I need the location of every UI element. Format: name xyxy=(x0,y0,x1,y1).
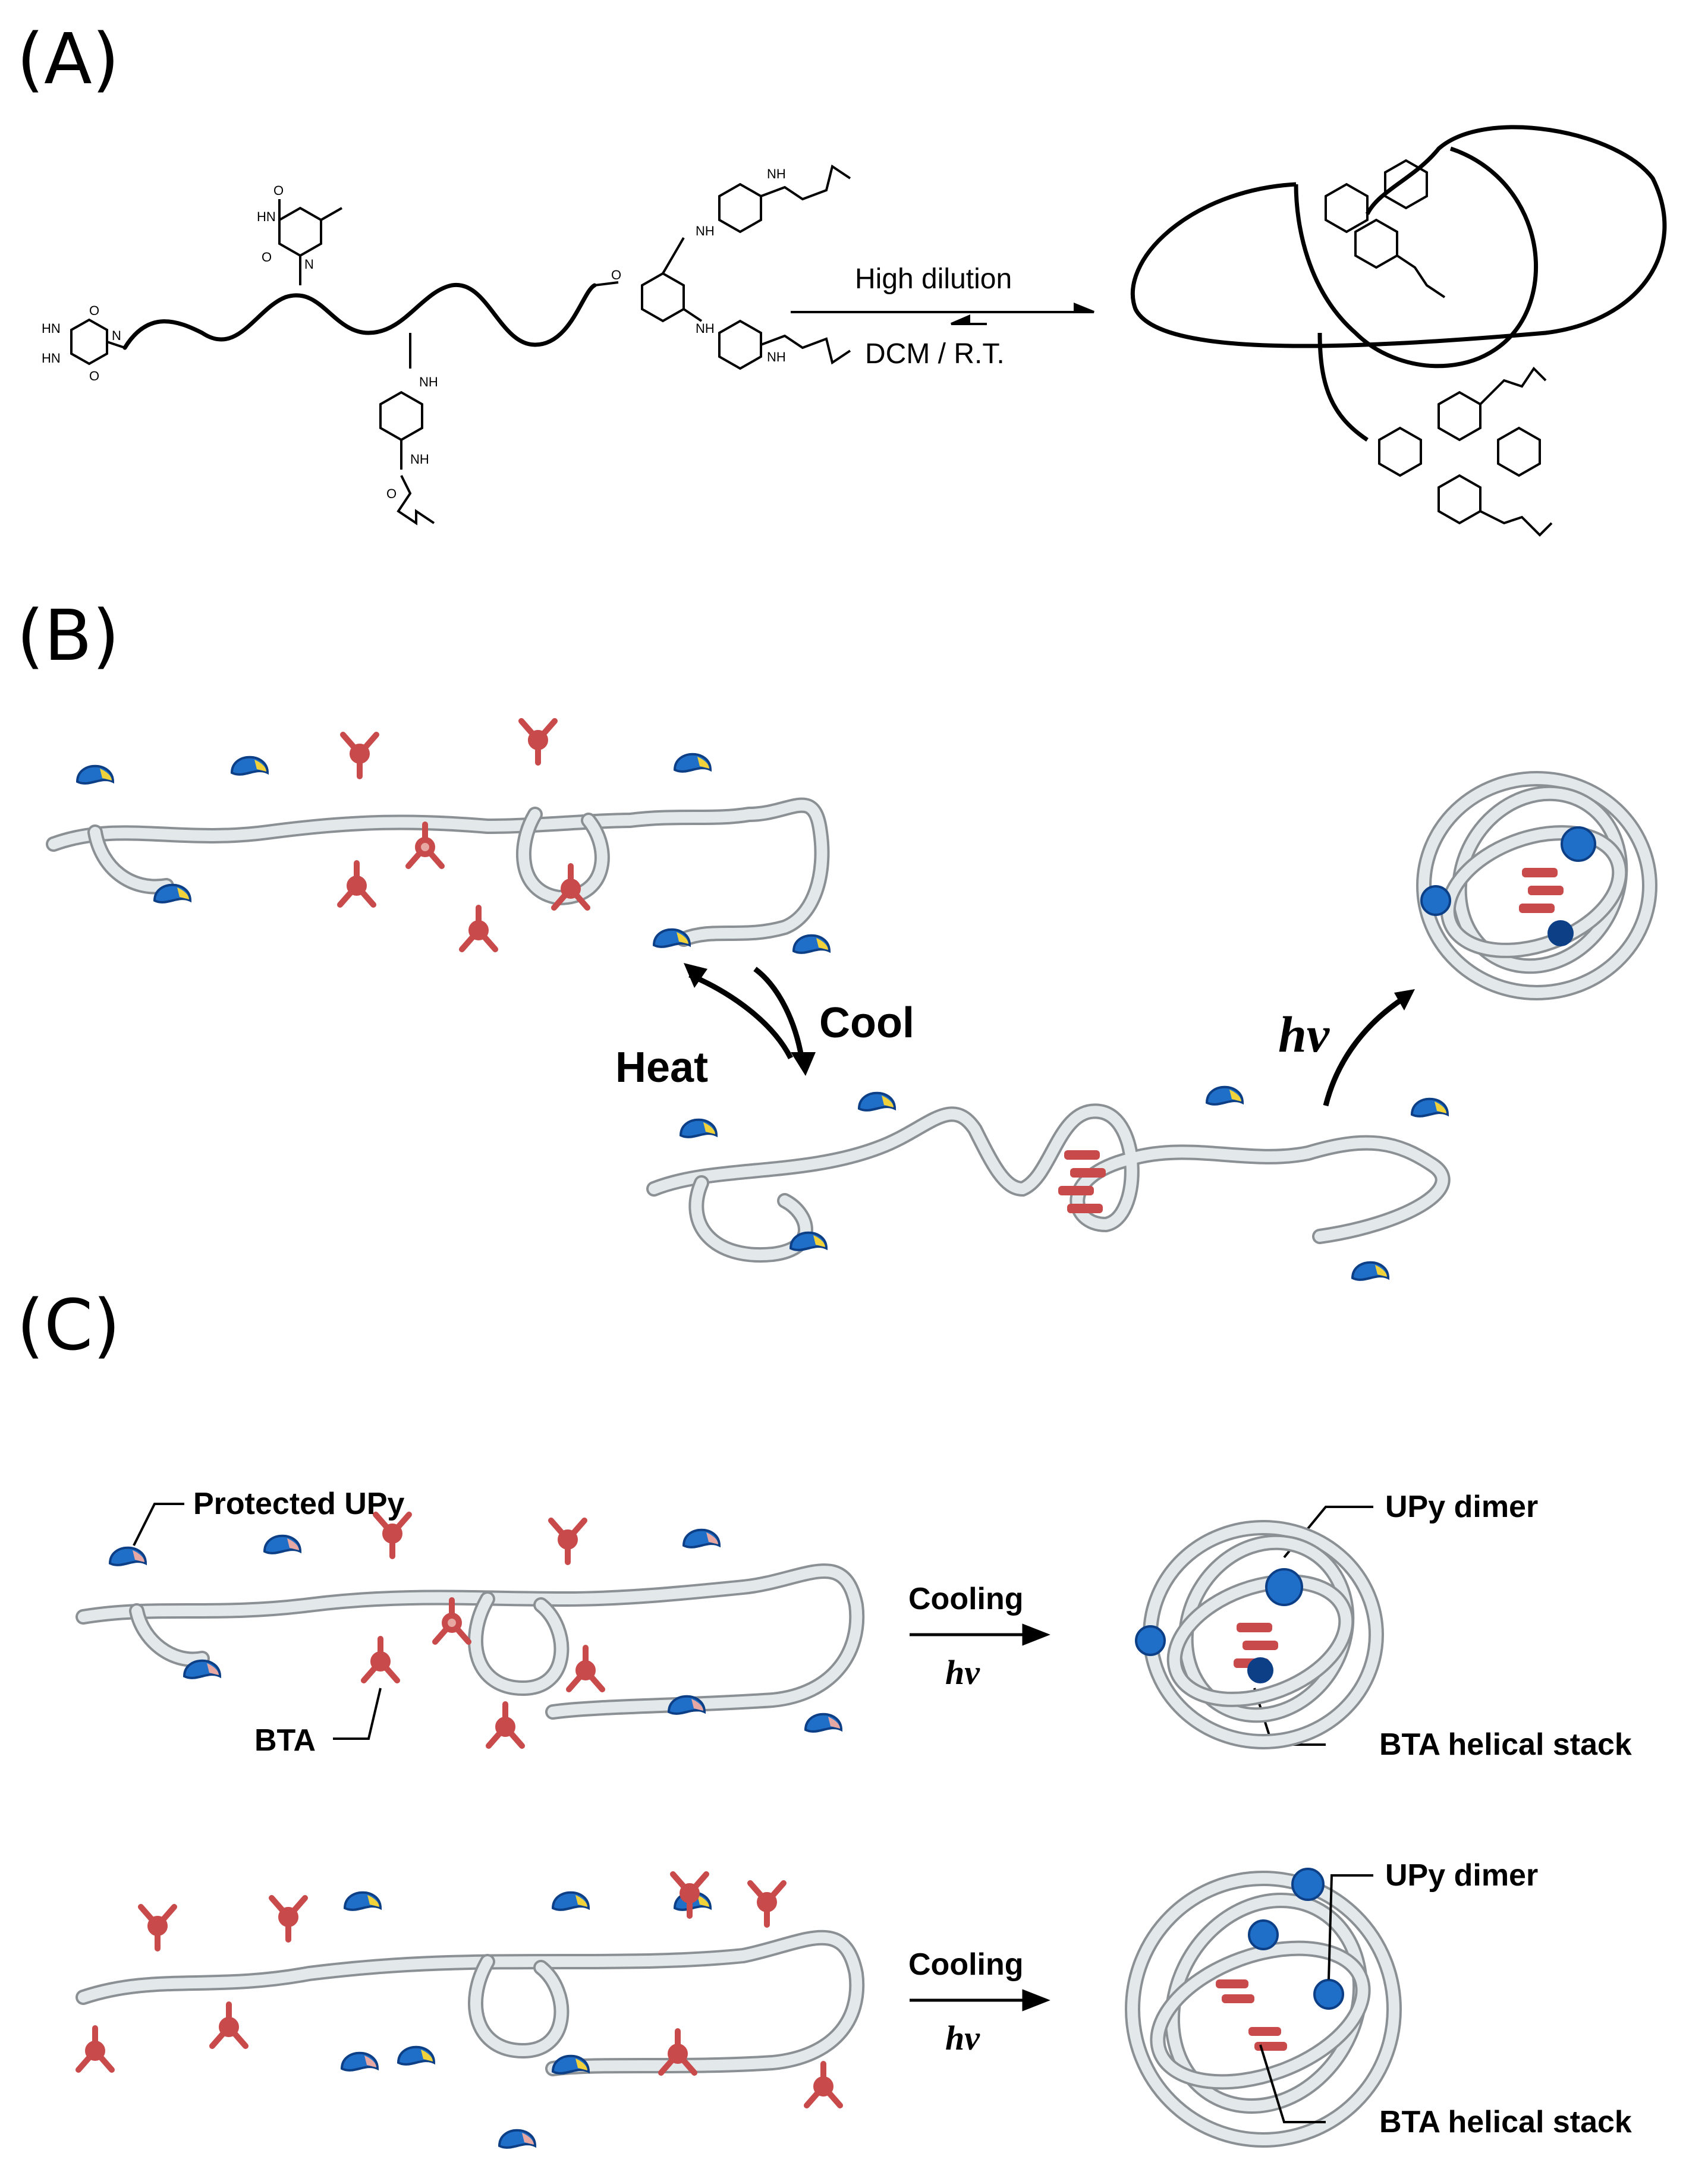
thymine-group xyxy=(278,199,342,285)
hv-arrow xyxy=(1323,996,1405,1107)
panel-c-letter: (C) xyxy=(17,1284,121,1366)
atom-o-2: O xyxy=(262,250,272,265)
atom-nh-3: NH xyxy=(696,224,715,238)
polymer-chain-b2 xyxy=(646,1103,1451,1263)
equilibrium-arrows xyxy=(791,303,1094,325)
cool-arrowhead xyxy=(791,1052,816,1076)
cool-label: Cool xyxy=(819,999,914,1047)
globule-b xyxy=(1416,771,1657,1000)
atom-o-4: O xyxy=(89,369,99,383)
pendant-pyridine xyxy=(379,333,435,525)
atom-hn-2: HN xyxy=(42,321,61,336)
upy-b-left xyxy=(1420,885,1451,916)
callouts-c2 xyxy=(1259,1874,1373,2123)
bta-stack-label-2: BTA helical stack xyxy=(1379,2105,1632,2139)
atom-o-5: O xyxy=(386,486,397,501)
upy-dimer-b xyxy=(1561,826,1596,862)
atom-o-3: O xyxy=(89,303,99,318)
upy-units-b1 xyxy=(76,753,831,954)
atom-nh-5: NH xyxy=(767,166,786,181)
atom-hn-1: HN xyxy=(257,209,276,224)
cooling-label-1: Cooling xyxy=(908,1582,1024,1616)
upy-units-b2 xyxy=(679,1085,1449,1281)
atom-hn-3: HN xyxy=(42,351,61,366)
upy-c2-top xyxy=(1291,1868,1325,1901)
atom-nh-1: NH xyxy=(419,374,438,389)
polymer-chain-b1 xyxy=(46,797,830,947)
atom-o-6: O xyxy=(611,267,621,282)
upy-units-c1 xyxy=(108,1528,843,1733)
atom-n-1: N xyxy=(304,257,314,272)
hv-label-c1: hv xyxy=(945,1653,980,1692)
heat-cool-arrows xyxy=(688,967,806,1065)
bta-stack-c2 xyxy=(1216,1979,1287,2051)
panel-a-scheme: HN O O N HN HN O O N NH NH O xyxy=(42,125,1667,537)
bta-stack-label-1: BTA helical stack xyxy=(1379,1727,1632,1762)
panel-b-scheme xyxy=(46,718,1657,1281)
polymer-chain-c2 xyxy=(76,1930,865,2076)
lower-dimer xyxy=(1378,366,1553,537)
polymer-backbone-a xyxy=(122,282,597,350)
upy-dimer-c1 xyxy=(1265,1568,1303,1606)
heat-arrowhead xyxy=(684,963,707,988)
atom-nh-4: NH xyxy=(696,321,715,336)
panel-b-letter: (B) xyxy=(17,594,120,676)
atom-o-1: O xyxy=(273,183,284,198)
bta-stack-b2 xyxy=(1058,1150,1106,1213)
upy-units-c2 xyxy=(340,1891,712,2149)
bta-stack-b3 xyxy=(1519,868,1564,913)
protected-upy-label: Protected UPy xyxy=(193,1487,405,1521)
isophthalamide-group xyxy=(594,164,851,370)
atom-nh-2: NH xyxy=(410,452,429,467)
panel-a-letter: (A) xyxy=(17,18,119,100)
globule-c1 xyxy=(1143,1520,1384,1749)
upy-c2-right xyxy=(1313,1979,1344,2010)
folded-loop xyxy=(1130,125,1667,442)
hv-label-b: hv xyxy=(1278,1006,1329,1063)
globule-c2 xyxy=(1125,1871,1402,2148)
hv-arrowhead xyxy=(1394,989,1415,1011)
cooling-arrow-1 xyxy=(910,1623,1050,1646)
bta-label: BTA xyxy=(254,1723,316,1758)
heat-label: Heat xyxy=(615,1044,709,1091)
upy-b-lower xyxy=(1547,920,1574,946)
cooling-arrow-2 xyxy=(910,1989,1050,2012)
upy-c1-left xyxy=(1135,1625,1166,1656)
upy-dimer-label-1: UPy dimer xyxy=(1385,1490,1539,1524)
upy-c2-mid xyxy=(1248,1919,1279,1950)
upy-c1-lower xyxy=(1247,1657,1273,1683)
upy-dimer-label-2: UPy dimer xyxy=(1385,1858,1539,1893)
upper-dimer xyxy=(1325,159,1446,298)
atom-nh-6: NH xyxy=(767,350,786,364)
bta-units-c2 xyxy=(76,1871,843,2108)
reagent-dcm-rt: DCM / R.T. xyxy=(865,338,1005,370)
polymer-chain-c1 xyxy=(76,1563,865,1720)
left-ring xyxy=(70,318,125,366)
cooling-label-2: Cooling xyxy=(908,1947,1024,1982)
reagent-high-dilution: High dilution xyxy=(855,263,1012,295)
hv-label-c2: hv xyxy=(945,2019,980,2057)
bta-units-c1 xyxy=(361,1512,605,1749)
atom-n-2: N xyxy=(112,328,121,343)
bta-units-b1 xyxy=(337,718,590,952)
